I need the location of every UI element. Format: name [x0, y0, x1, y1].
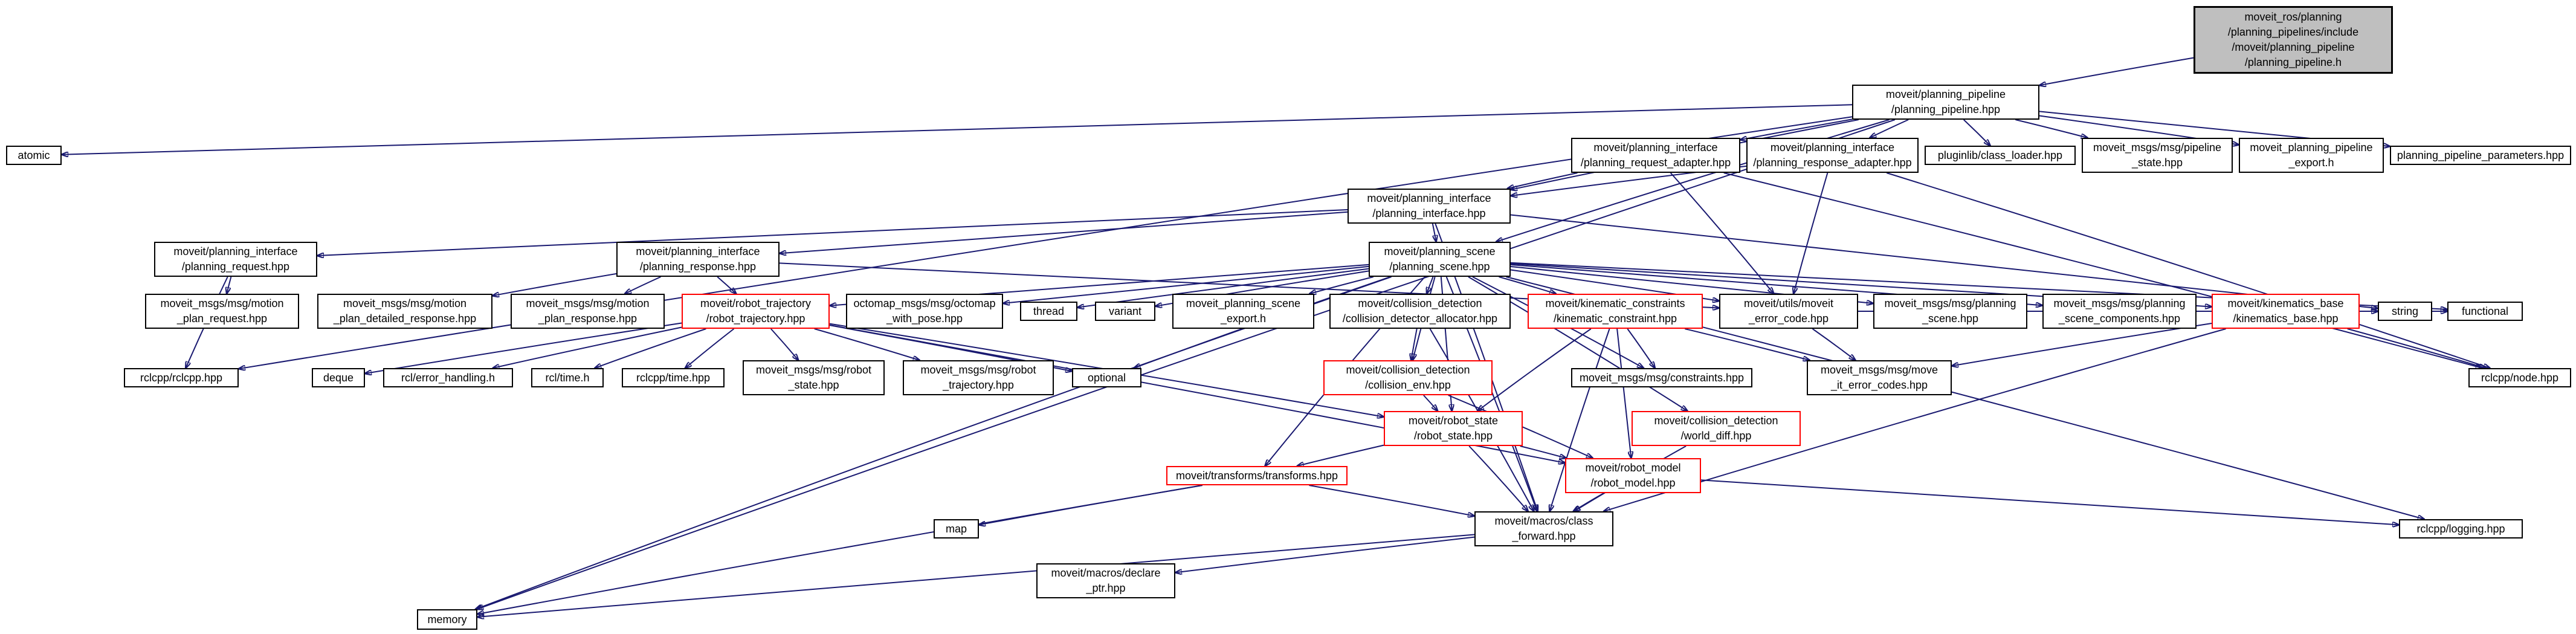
graph-node-n14: moveit_msgs/msg/motion _plan_detailed_re… [317, 294, 492, 329]
edge-n46-n50 [477, 534, 1475, 617]
graph-node-n48: rclcpp/logging.hpp [2399, 519, 2523, 539]
edge-n9-n11 [780, 211, 1348, 253]
graph-node-n32: rcl/error_handling.h [383, 368, 513, 387]
graph-node-n30: rclcpp/rclcpp.hpp [124, 368, 239, 387]
graph-node-n15: moveit_msgs/msg/motion _plan_response.hp… [511, 294, 665, 329]
edge-n1-n12 [1496, 119, 1890, 242]
graph-node-n49[interactable]: moveit/macros/declare _ptr.hpp [1036, 563, 1175, 598]
edge-n22-n46 [1550, 328, 1610, 511]
edge-n21-n38 [1411, 328, 1418, 360]
graph-node-n33: rcl/time.h [531, 368, 604, 387]
graph-node-n6: moveit_msgs/msg/pipeline _state.hpp [2082, 138, 2233, 173]
edge-n16-n34 [685, 328, 735, 368]
edge-n1-n2 [62, 104, 1853, 154]
graph-node-n10[interactable]: moveit/planning_interface /planning_requ… [154, 242, 317, 277]
graph-node-n29: rclcpp/node.hpp [2468, 368, 2571, 387]
graph-node-n17: octomap_msgs/msg/octomap _with_pose.hpp [846, 294, 1003, 329]
edge-n16-n33 [595, 328, 706, 368]
graph-node-n3[interactable]: moveit/planning_interface /planning_requ… [1571, 138, 1740, 173]
edge-n42-n45 [1520, 445, 1566, 458]
edge-n9-n12 [1432, 223, 1436, 242]
graph-node-n11[interactable]: moveit/planning_interface /planning_resp… [616, 242, 780, 277]
edge-n1-n5 [1963, 119, 1990, 146]
graph-node-n22[interactable]: moveit/kinematic_constraints /kinematic_… [1528, 294, 1703, 329]
graph-node-n5: pluginlib/class_loader.hpp [1925, 146, 2076, 165]
edge-n12-n21 [1427, 276, 1434, 294]
edge-n22-n42 [1477, 328, 1592, 411]
graph-node-n34: rclcpp/time.hpp [622, 368, 725, 387]
edge-n12-n22 [1499, 276, 1557, 294]
graph-node-n27: string [2378, 302, 2432, 321]
graph-node-n42[interactable]: moveit/robot_state /robot_state.hpp [1384, 411, 1523, 446]
edge-n45-n46 [1574, 493, 1604, 511]
edge-n45-n48 [1700, 479, 2399, 525]
graph-node-n36: moveit_msgs/msg/robot _trajectory.hpp [903, 360, 1054, 395]
graph-node-n18: thread [1020, 302, 1077, 321]
edge-n46-n49 [1175, 536, 1475, 573]
edge-n42-n44 [1297, 444, 1384, 466]
edge-n1-n4 [1870, 119, 1909, 138]
edge-n26-n29 [2347, 328, 2486, 368]
edge-n11-n16 [717, 276, 736, 294]
edge-n16-n35 [770, 328, 798, 360]
graph-node-n45[interactable]: moveit/robot_model /robot_model.hpp [1565, 458, 1701, 493]
graph-node-n23[interactable]: moveit/utils/moveit _error_code.hpp [1719, 294, 1858, 329]
edge-n10-n13 [227, 276, 232, 294]
graph-node-n39: moveit_msgs/msg/constraints.hpp [1571, 368, 1752, 387]
edge-n38-n42 [1423, 395, 1438, 411]
edge-n4-n23 [1793, 172, 1829, 294]
graph-node-n0: moveit_ros/planning /planning_pipelines/… [2193, 6, 2393, 74]
graph-node-n38[interactable]: moveit/collision_detection /collision_en… [1323, 360, 1493, 395]
graph-node-n2: atomic [6, 146, 62, 165]
edge-n42-n46 [1468, 445, 1528, 511]
edge-n26-n40 [1952, 323, 2212, 366]
graph-node-n26[interactable]: moveit/kinematics_base /kinematics_base.… [2212, 294, 2360, 329]
edge-n16-n32 [493, 326, 682, 369]
edge-n1-n50 [477, 119, 1896, 609]
graph-node-n37: optional [1072, 368, 1141, 387]
edge-n3-n23 [1670, 172, 1774, 294]
graph-node-n46[interactable]: moveit/macros/class _forward.hpp [1474, 511, 1613, 546]
edge-n11-n15 [625, 276, 661, 294]
graph-node-n20: moveit_planning_scene _export.h [1172, 294, 1314, 329]
graph-node-n24: moveit_msgs/msg/planning _scene.hpp [1873, 294, 2027, 329]
graph-node-n47: map [934, 519, 979, 539]
edge-n3-n29 [1723, 172, 2482, 368]
edge-n12-n17 [1003, 265, 1369, 303]
edge-n44-n50 [477, 485, 1203, 614]
graph-node-n9[interactable]: moveit/planning_interface /planning_inte… [1348, 189, 1511, 224]
edge-n11-n14 [492, 273, 617, 296]
graph-node-n43[interactable]: moveit/collision_detection /world_diff.h… [1632, 411, 1801, 446]
graph-node-n7: moveit_planning_pipeline _export.h [2239, 138, 2384, 173]
graph-node-n44[interactable]: moveit/transforms/transforms.hpp [1166, 466, 1348, 485]
edge-n1-n3 [1740, 118, 1853, 140]
edge-n1-n6 [2015, 119, 2087, 138]
edge-n44-n46 [1309, 485, 1474, 516]
edge-n16-n36 [814, 328, 920, 360]
edge-n22-n40 [1684, 328, 1810, 360]
graph-node-n1[interactable]: moveit/planning_pipeline /planning_pipel… [1852, 85, 2039, 120]
edge-n4-n29 [1886, 172, 2490, 368]
graph-node-n8: planning_pipeline_parameters.hpp [2390, 146, 2571, 165]
edge-n16-n31 [365, 322, 682, 374]
edge-n12-n20 [1309, 276, 1374, 294]
edge-n0-n1 [2039, 57, 2194, 86]
graph-node-n21[interactable]: moveit/collision_detection /collision_de… [1329, 294, 1511, 329]
graph-node-n25: moveit_msgs/msg/planning _scene_componen… [2042, 294, 2197, 329]
graph-node-n12[interactable]: moveit/planning_scene /planning_scene.hp… [1369, 242, 1511, 277]
graph-node-n40: moveit_msgs/msg/move _it_error_codes.hpp [1807, 360, 1952, 395]
graph-node-n28: functional [2447, 302, 2523, 321]
graph-node-n19: variant [1095, 302, 1155, 321]
graph-node-n16[interactable]: moveit/robot_trajectory /robot_trajector… [682, 294, 830, 329]
graph-node-n4[interactable]: moveit/planning_interface /planning_resp… [1746, 138, 1919, 173]
edge-n23-n40 [1812, 328, 1856, 360]
edge-n3-n9 [1508, 172, 1578, 189]
graph-node-n31: deque [312, 368, 365, 387]
edge-n22-n39 [1627, 328, 1655, 368]
edge-n9-n10 [317, 209, 1348, 256]
edge-n22-n45 [1616, 328, 1631, 458]
graph-node-n13: moveit_msgs/msg/motion _plan_request.hpp [145, 294, 299, 329]
graph-node-n35: moveit_msgs/msg/robot _state.hpp [743, 360, 885, 395]
graph-node-n50: memory [417, 609, 477, 630]
